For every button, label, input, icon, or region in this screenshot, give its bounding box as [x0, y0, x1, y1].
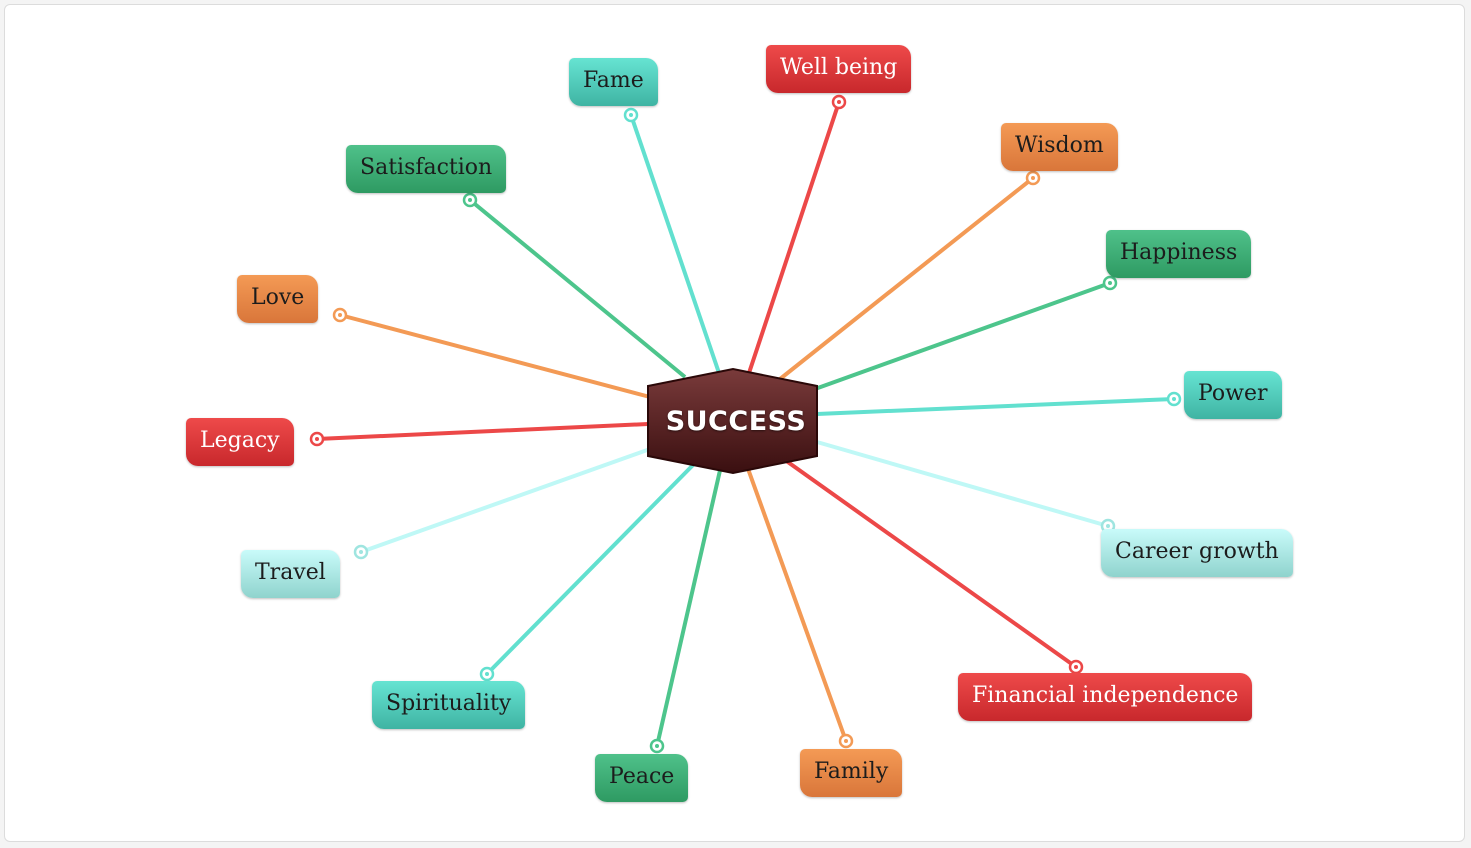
topic-peace[interactable]: Peace — [595, 754, 689, 802]
connector-satisfaction — [462, 192, 687, 379]
topic-spirituality[interactable]: Spirituality — [372, 681, 526, 729]
topic-happiness[interactable]: Happiness — [1106, 230, 1252, 278]
topic-power[interactable]: Power — [1184, 371, 1282, 419]
connector-wisdom — [778, 170, 1041, 381]
connector-career-growth — [816, 440, 1116, 534]
central-topic-shape[interactable] — [647, 367, 818, 475]
connector-legacy — [309, 422, 649, 447]
central-topic-success[interactable]: SUCCESS — [665, 406, 807, 437]
connector-fame — [623, 107, 721, 374]
topic-love[interactable]: Love — [237, 275, 319, 323]
connector-financial-independence — [783, 458, 1084, 675]
connector-lines — [309, 94, 1182, 754]
topic-satisfaction[interactable]: Satisfaction — [346, 145, 507, 193]
topic-fame[interactable]: Fame — [569, 58, 658, 106]
connector-peace — [649, 465, 723, 754]
mind-map-canvas: SUCCESS Fame Well being Wisdom Happiness… — [4, 4, 1465, 842]
topic-family[interactable]: Family — [800, 749, 903, 797]
connector-love — [332, 307, 651, 399]
connector-travel — [353, 447, 651, 560]
connector-well-being — [747, 94, 847, 374]
topic-career-growth[interactable]: Career growth — [1101, 529, 1293, 577]
topic-financial-independence[interactable]: Financial independence — [958, 673, 1253, 721]
topic-well-being[interactable]: Well being — [766, 45, 912, 93]
connector-power — [816, 391, 1182, 416]
topic-travel[interactable]: Travel — [241, 550, 340, 598]
topic-legacy[interactable]: Legacy — [186, 418, 294, 466]
connector-family — [745, 465, 854, 749]
connector-spirituality — [479, 461, 697, 682]
topic-wisdom[interactable]: Wisdom — [1001, 123, 1118, 171]
connector-happiness — [814, 275, 1118, 391]
